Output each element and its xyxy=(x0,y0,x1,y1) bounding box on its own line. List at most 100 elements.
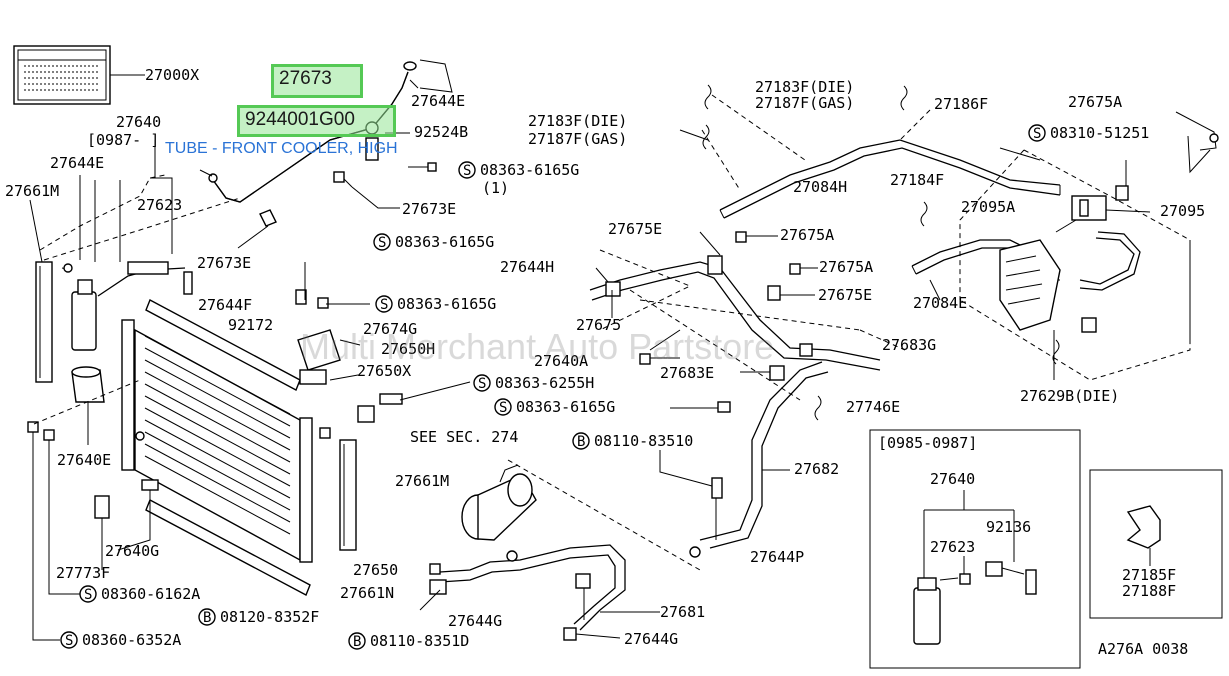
highlight-part-code[interactable]: 9244001G00 xyxy=(237,105,396,137)
label-27650: 27650 xyxy=(353,561,398,579)
label-08110-83510: 08110-83510 xyxy=(594,432,693,450)
inset-a-range: [0985-0987] xyxy=(878,434,977,452)
bolts-top xyxy=(333,132,437,209)
label-08110-8351D: 08110-8351D xyxy=(370,632,469,650)
label-08360-6162A: 08360-6162A xyxy=(101,585,200,603)
receiver-drier xyxy=(61,261,193,351)
label-27673E-top: 27673E xyxy=(402,200,456,218)
inset-a-label-27623: 27623 xyxy=(930,538,975,556)
label-27683E: 27683E xyxy=(660,364,714,382)
low-hose xyxy=(419,544,660,641)
label-27186F: 27186F xyxy=(934,95,988,113)
label-27644G-left: 27644G xyxy=(448,612,502,630)
condenser xyxy=(121,299,313,596)
inset-a xyxy=(869,429,1081,669)
label-92524B: 92524B xyxy=(414,123,468,141)
label-27183F-die-top: 27183F(DIE) xyxy=(755,78,854,96)
label-08363-6165G-a: 08363-6165G xyxy=(480,161,579,179)
label-qty-1: (1) xyxy=(482,179,509,197)
label-27187F-gas-mid: 27187F(GAS) xyxy=(528,130,627,148)
hose-27084H xyxy=(679,94,1061,219)
highlight-part-description: TUBE - FRONT COOLER, HIGH xyxy=(165,140,398,157)
label-27084H: 27084H xyxy=(793,178,847,196)
inset-a-label-27640: 27640 xyxy=(930,470,975,488)
label-27674G: 27674G xyxy=(363,320,417,338)
side-bracket-right xyxy=(339,439,357,551)
label-27095: 27095 xyxy=(1160,202,1205,220)
label-08363-6165G-d: 08363-6165G xyxy=(516,398,615,416)
label-27661M-left: 27661M xyxy=(5,182,59,200)
label-27084E: 27084E xyxy=(913,294,967,312)
label-08363-6165G-c: 08363-6165G xyxy=(397,295,496,313)
label-27673E-mid: 27673E xyxy=(197,254,251,272)
label-27629B-die: 27629B(DIE) xyxy=(1020,387,1119,405)
label-27661N: 27661N xyxy=(340,584,394,602)
svg-text:S: S xyxy=(65,633,73,649)
clip-27673E xyxy=(237,209,277,249)
label-27773F: 27773F xyxy=(56,564,110,582)
label-27644F: 27644F xyxy=(198,296,252,314)
leaders-topleft xyxy=(29,140,241,263)
inset-b-label-27188F: 27188F xyxy=(1122,582,1176,600)
label-27644P: 27644P xyxy=(750,548,804,566)
svg-text:B: B xyxy=(203,610,211,626)
label-27644E-top: 27644E xyxy=(411,92,465,110)
label-27661M-right: 27661M xyxy=(395,472,449,490)
diagram-ref-code: A276A 0038 xyxy=(1098,640,1188,658)
break-marks xyxy=(702,84,1060,421)
high-hose xyxy=(659,361,829,558)
svg-text:B: B xyxy=(353,634,361,650)
label-27000X: 27000X xyxy=(145,66,199,84)
label-08360-6352A: 08360-6352A xyxy=(82,631,181,649)
label-27675A-right: 27675A xyxy=(1068,93,1122,111)
label-27640A: 27640A xyxy=(534,352,588,370)
label-27640: 27640 xyxy=(116,113,161,131)
label-08120-8352F: 08120-8352F xyxy=(220,608,319,626)
compressor xyxy=(461,459,701,571)
label-27683G: 27683G xyxy=(882,336,936,354)
label-27682: 27682 xyxy=(794,460,839,478)
label-27095A: 27095A xyxy=(961,198,1015,216)
label-27184F: 27184F xyxy=(890,171,944,189)
upper-right-pipe xyxy=(589,231,906,413)
label-27183F-die-mid: 27183F(DIE) xyxy=(528,112,627,130)
label-27675: 27675 xyxy=(576,316,621,334)
svg-text:S: S xyxy=(499,400,507,416)
evaporator-box xyxy=(959,111,1219,381)
label-08310-51251: 08310-51251 xyxy=(1050,124,1149,142)
label-see-sec-274: SEE SEC. 274 xyxy=(410,428,518,446)
label-27746E: 27746E xyxy=(846,398,900,416)
label-08363-6255H: 08363-6255H xyxy=(495,374,594,392)
svg-text:B: B xyxy=(577,434,585,450)
svg-text:S: S xyxy=(378,235,386,251)
svg-text:S: S xyxy=(463,163,471,179)
label-27187F-gas-top: 27187F(GAS) xyxy=(755,94,854,112)
bolts-left-bottom xyxy=(27,366,159,641)
label-27640G: 27640G xyxy=(105,542,159,560)
inset-b xyxy=(1089,469,1223,619)
highlight-part-number[interactable]: 27673 xyxy=(271,64,363,98)
label-0987: [0987- ] xyxy=(87,131,159,149)
label-27675E-mid: 27675E xyxy=(818,286,872,304)
label-27623: 27623 xyxy=(137,196,182,214)
label-27640E: 27640E xyxy=(57,451,111,469)
svg-text:S: S xyxy=(84,587,92,603)
bracket-left xyxy=(35,261,53,383)
svg-text:S: S xyxy=(478,376,486,392)
label-92172: 92172 xyxy=(228,316,273,334)
label-plate xyxy=(13,45,145,105)
svg-text:S: S xyxy=(1033,126,1041,142)
fastener-symbols: S S S S S B S B B S S xyxy=(60,124,1046,650)
label-27681: 27681 xyxy=(660,603,705,621)
label-27650H: 27650H xyxy=(381,340,435,358)
label-27675E-top: 27675E xyxy=(608,220,662,238)
part-labels: 27000X 27644E 92524B 27640 [0987- ] 2764… xyxy=(5,66,1205,658)
label-27675A-top: 27675A xyxy=(780,226,834,244)
label-27644E-left: 27644E xyxy=(50,154,104,172)
mount-brackets xyxy=(295,262,471,439)
svg-text:S: S xyxy=(380,297,388,313)
inset-b-label-27185F: 27185F xyxy=(1122,566,1176,584)
inset-a-label-92136: 92136 xyxy=(986,518,1031,536)
